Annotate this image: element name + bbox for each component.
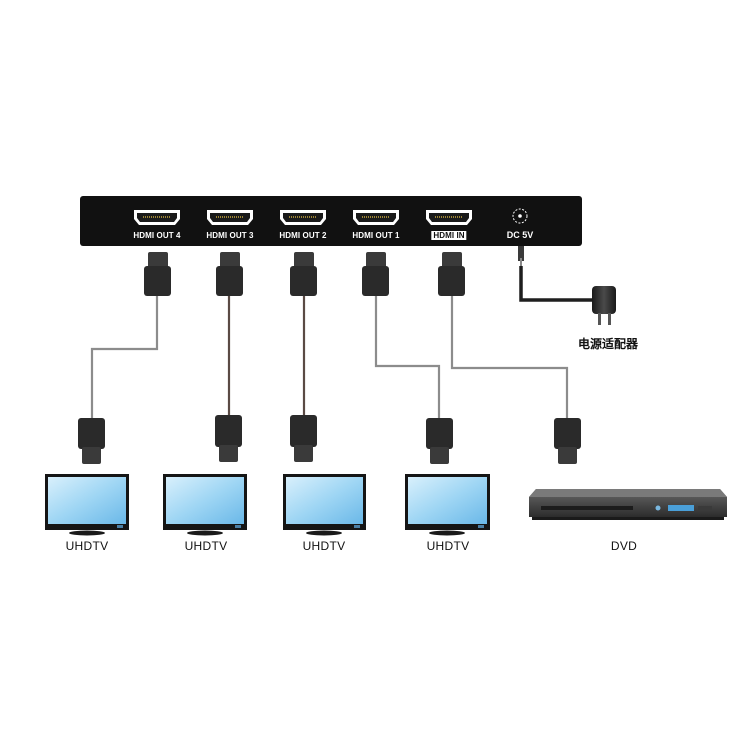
hdmi-cables [90,296,569,420]
power-adapter-icon [518,246,616,325]
port-hdmi-out-4 [134,210,180,225]
hdmi-plug-icon [216,252,243,296]
hdmi-plug-icon [554,418,581,464]
port-label-hdmi-out-4: HDMI OUT 4 [133,231,181,240]
hdmi-plug-icon [215,415,242,462]
port-hdmi-in [426,210,472,225]
hdmi-plug-icon [438,252,465,296]
cable-out1 [374,296,441,420]
tv-icon [283,474,366,536]
hdmi-plug-icon [362,252,389,296]
power-port-label: DC 5V [506,230,534,240]
port-label-hdmi-out-3: HDMI OUT 3 [206,231,254,240]
dvd-label: DVD [610,539,638,553]
adapter-label: 电源适配器 [578,337,639,351]
hdmi-plug-icon [290,415,317,462]
tv-icon [45,474,129,536]
dvd-player-icon [529,489,727,520]
power-jack-icon [512,208,528,224]
port-label-hdmi-out-1: HDMI OUT 1 [352,231,400,240]
cable-out4 [90,296,159,420]
tv-label: UHDTV [426,539,470,553]
port-hdmi-out-2 [280,210,326,225]
hdmi-plug-icon [290,252,317,296]
hdmi-plug-icon [426,418,453,464]
cable-in [450,296,569,420]
bottom-plugs [78,415,581,464]
hdmi-plug-icon [78,418,105,464]
tv-icon [405,474,490,536]
tv-icon [163,474,247,536]
hdmi-plug-icon [144,252,171,296]
top-plugs [144,252,465,296]
tv-label: UHDTV [184,539,228,553]
tv-label: UHDTV [65,539,109,553]
port-label-hdmi-in: HDMI IN [431,231,467,240]
port-hdmi-out-3 [207,210,253,225]
port-hdmi-out-1 [353,210,399,225]
port-label-hdmi-out-2: HDMI OUT 2 [279,231,327,240]
tv-label: UHDTV [302,539,346,553]
